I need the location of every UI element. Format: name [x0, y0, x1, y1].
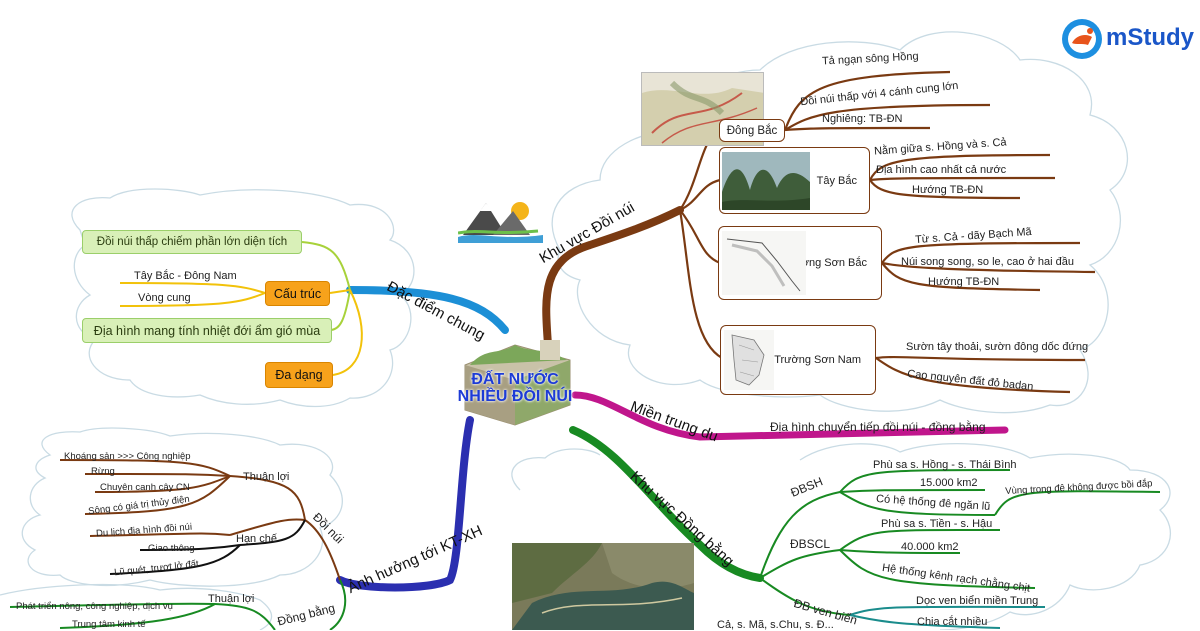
dong-bang-satellite-photo — [512, 543, 694, 630]
ts-nam-label: Trường Sơn Nam — [774, 354, 861, 366]
node-dong-bac: Đông Bắc — [719, 119, 785, 142]
db-ven-bien-item-3: Cả, s. Mã, s.Chu, s. Đ... — [717, 619, 834, 631]
node-thuan-loi: Thuận lợi — [243, 471, 290, 483]
tay-bac-item-3: Hướng TB-ĐN — [912, 184, 984, 196]
center-illustration — [455, 335, 580, 430]
node-cau-truc: Cấu trúc — [265, 281, 330, 306]
tay-bac-photo — [722, 152, 810, 210]
anh-huong-links — [9, 459, 347, 630]
center-title: ĐẤT NƯỚC NHIỀU ĐỒI NÚI — [440, 371, 590, 405]
dong-bac-item-3: Nghiêng: TB-ĐN — [822, 113, 903, 125]
node-han-che: Hạn chế — [236, 533, 277, 545]
node-nhiet-doi: Địa hình mang tính nhiệt đới ẩm gió mùa — [82, 318, 332, 343]
thuan-loi-item-3: Chuyên canh cây CN — [100, 482, 190, 493]
main-branches — [336, 206, 1009, 592]
node-doi-nui-thap: Đồi núi thấp chiếm phần lớn diện tích — [82, 230, 302, 254]
cloud-outlines — [0, 31, 1171, 630]
tay-bac-item-2: Địa hình cao nhất cả nước — [876, 164, 1007, 176]
db-ven-bien-item-1: Dọc ven biển miền Trung — [916, 595, 1039, 607]
db-thuan-loi-item-1: Phát triển nông, công nghiệp, dịch vụ — [16, 601, 173, 612]
ts-bac-item-3: Hướng TB-ĐN — [928, 276, 1000, 288]
dbscl-item-2: 40.000 km2 — [901, 541, 959, 553]
trung-du-item: Địa hình chuyển tiếp đồi núi - đồng bằng — [770, 420, 986, 434]
mstudy-logo-icon — [1062, 19, 1102, 59]
db-thuan-loi-item-2: Trung tâm kinh tế — [72, 619, 146, 630]
dbsh-item-2: 15.000 km2 — [920, 477, 978, 489]
dbsh-item-1: Phù sa s. Hồng - s. Thái Bình — [873, 459, 1017, 471]
node-tb-dn: Tây Bắc - Đông Nam — [134, 270, 237, 282]
mstudy-logo[interactable]: mStudy — [1060, 17, 1195, 61]
node-vong-cung: Vòng cung — [138, 292, 191, 304]
center-title-line2: NHIỀU ĐỒI NÚI — [457, 388, 573, 405]
ts-bac-map-image — [722, 231, 806, 295]
dong-bac-links — [678, 70, 1096, 394]
thuan-loi-item-1: Khoáng sản >>> Công nghiệp — [64, 451, 191, 462]
node-da-dang: Đa dạng — [265, 362, 333, 388]
ts-nam-map-image — [724, 330, 774, 390]
mountain-illustration — [457, 197, 543, 245]
node-dbscl: ĐBSCL — [790, 537, 831, 551]
ts-bac-item-2: Núi song song, so le, cao ở hai đầu — [901, 256, 1074, 268]
node-db-thuan-loi: Thuận lợi — [208, 593, 255, 605]
ts-nam-item-1: Sườn tây thoải, sườn đông dốc đứng — [906, 341, 1089, 353]
dbscl-item-1: Phù sa s. Tiền - s. Hậu — [881, 518, 993, 530]
thuan-loi-item-2: Rừng — [91, 466, 115, 477]
dac-diem-links — [119, 241, 363, 376]
center-title-line1: ĐẤT NƯỚC — [471, 371, 559, 388]
tay-bac-label: Tây Bắc — [816, 174, 857, 187]
han-che-item-1: Giao thông — [148, 543, 195, 554]
mstudy-logo-text: mStudy — [1106, 24, 1195, 51]
dong-bang-links — [759, 469, 1161, 629]
db-ven-bien-item-2: Chia cắt nhiều — [917, 616, 988, 628]
